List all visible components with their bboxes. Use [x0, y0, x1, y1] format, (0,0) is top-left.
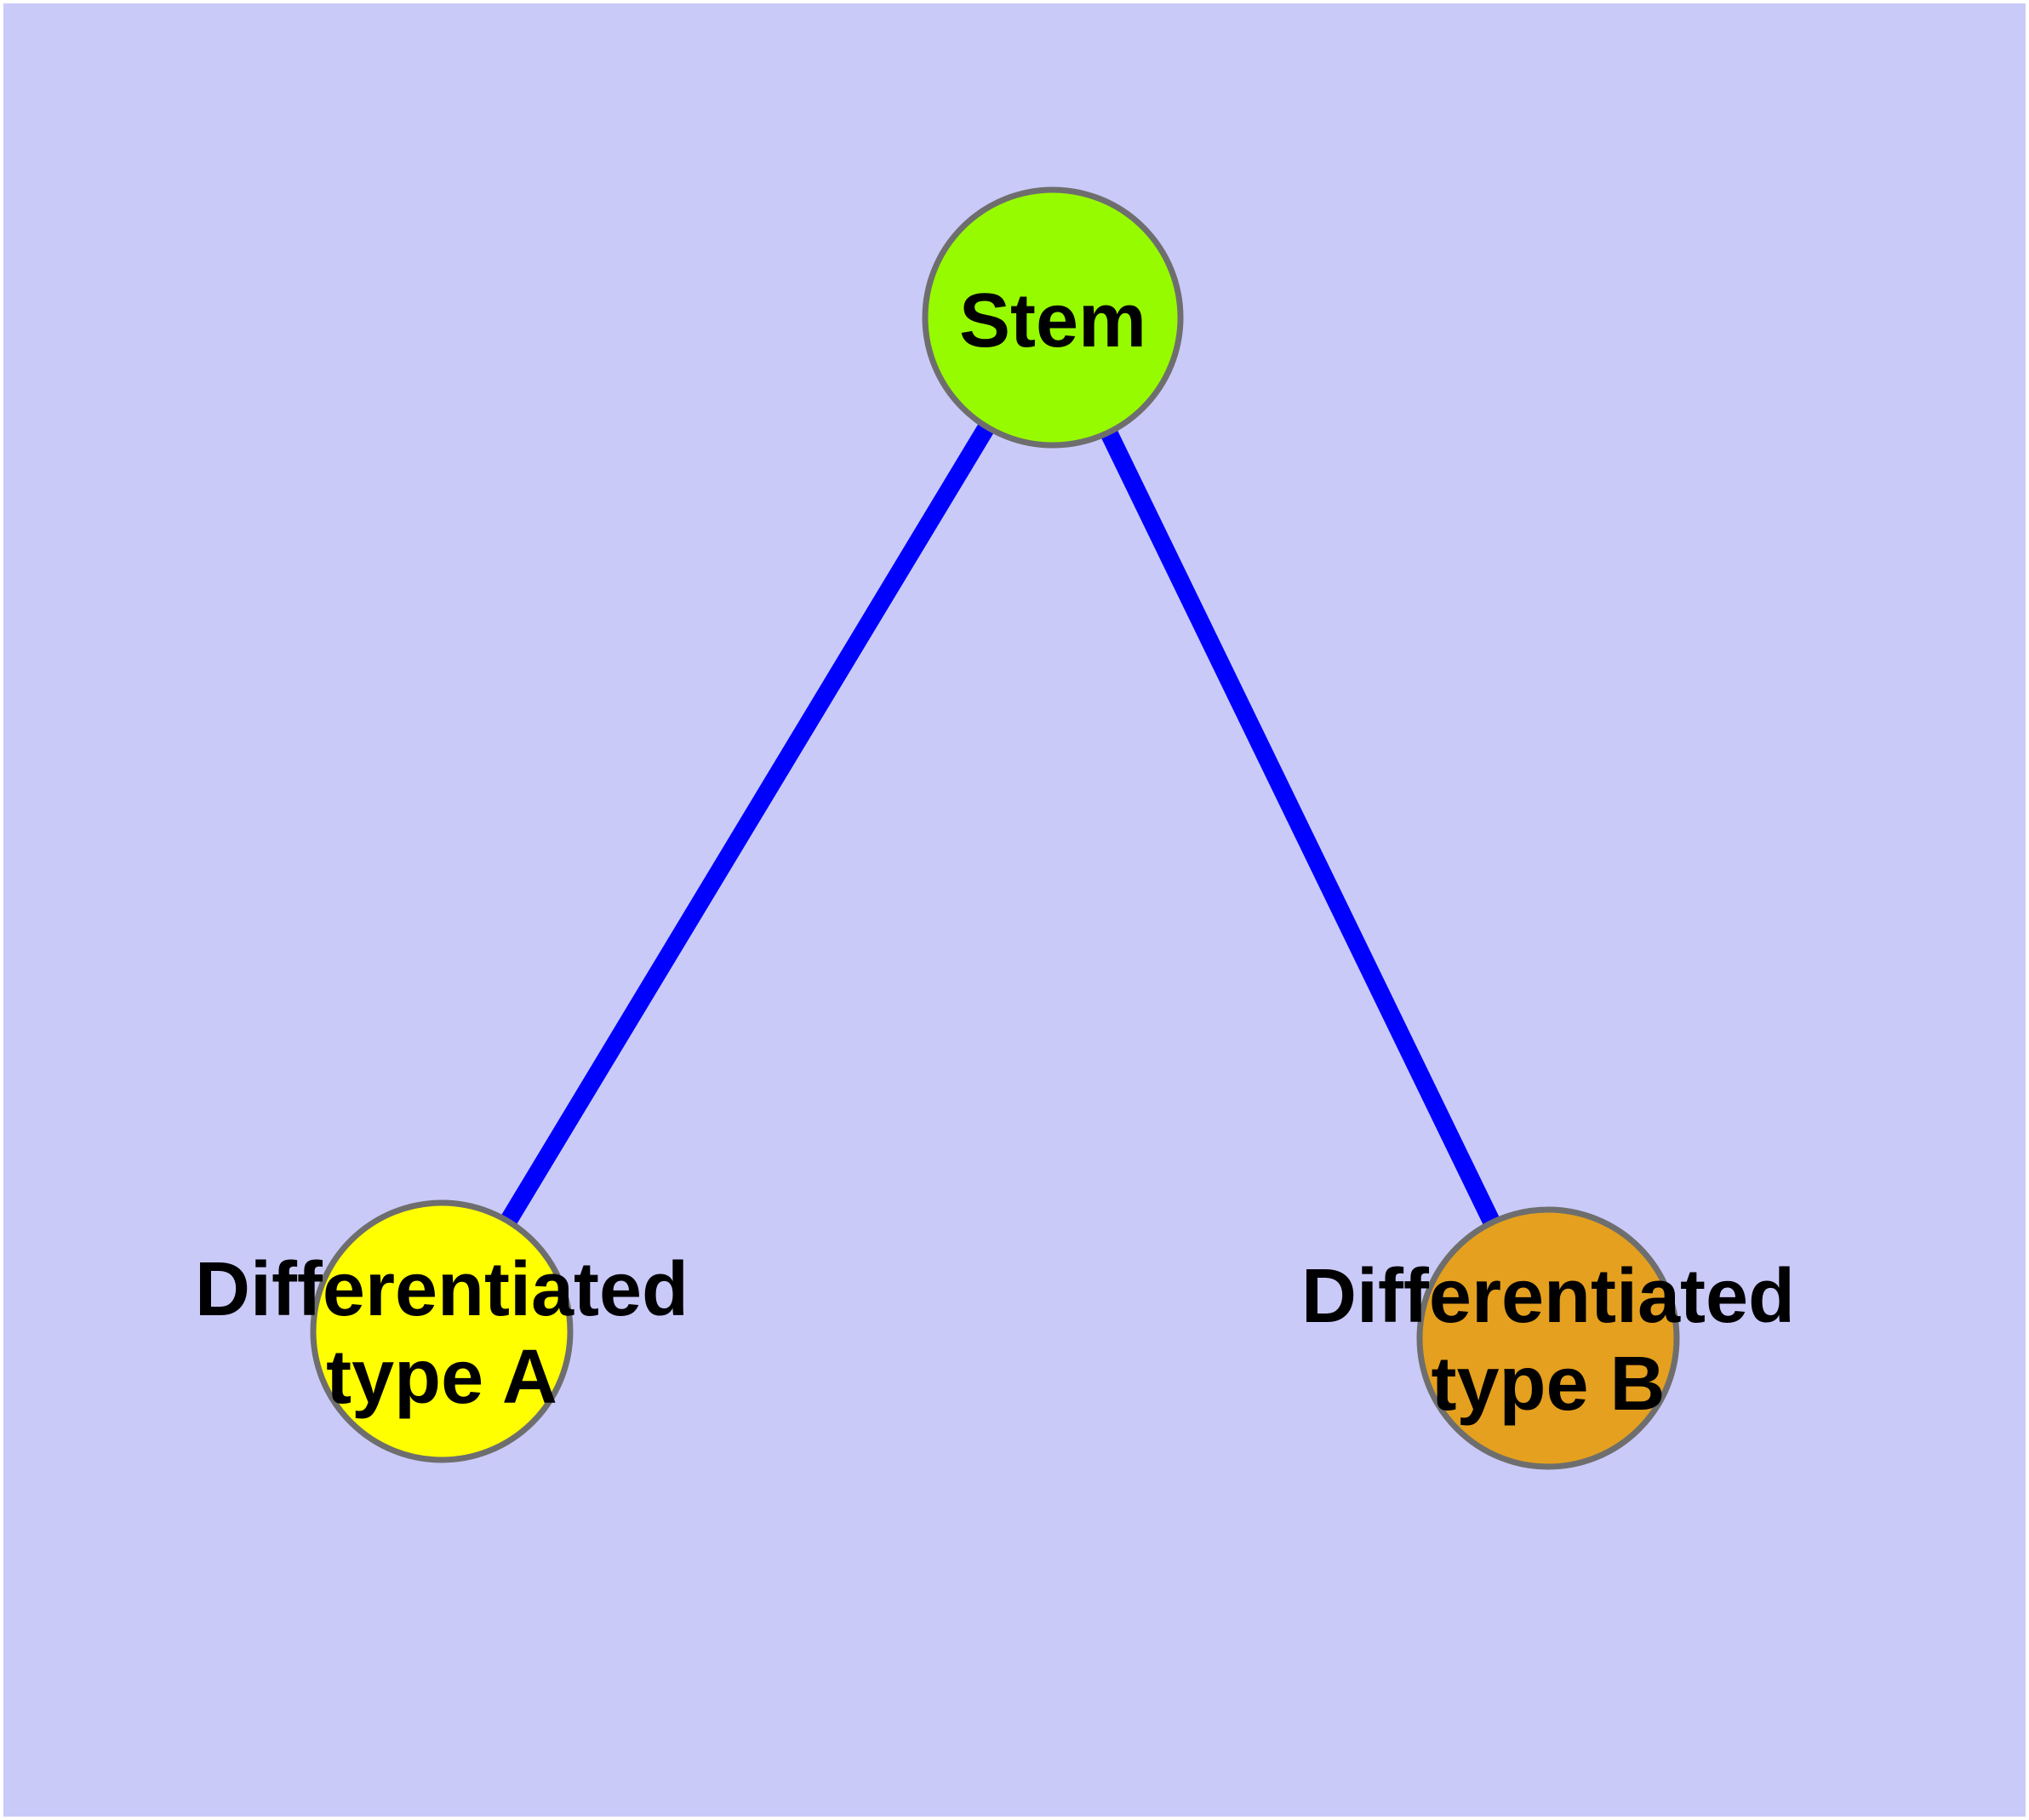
node-type-b-circle [1416, 1206, 1680, 1470]
node-type-a-label-line2: type A [326, 1335, 557, 1420]
node-type-b-label-line1: Differentiated [1301, 1254, 1795, 1339]
node-stem-circle [922, 186, 1184, 449]
edge-stem-to-type-b [1044, 313, 1557, 1342]
node-type-b-label-line2: type B [1431, 1342, 1665, 1427]
node-type-a-label-line1: Differentiated [195, 1247, 689, 1332]
node-type-a-circle [310, 1199, 574, 1463]
node-stem-label: Stem [959, 278, 1146, 363]
edge-stem-to-type-a [434, 312, 1060, 1336]
